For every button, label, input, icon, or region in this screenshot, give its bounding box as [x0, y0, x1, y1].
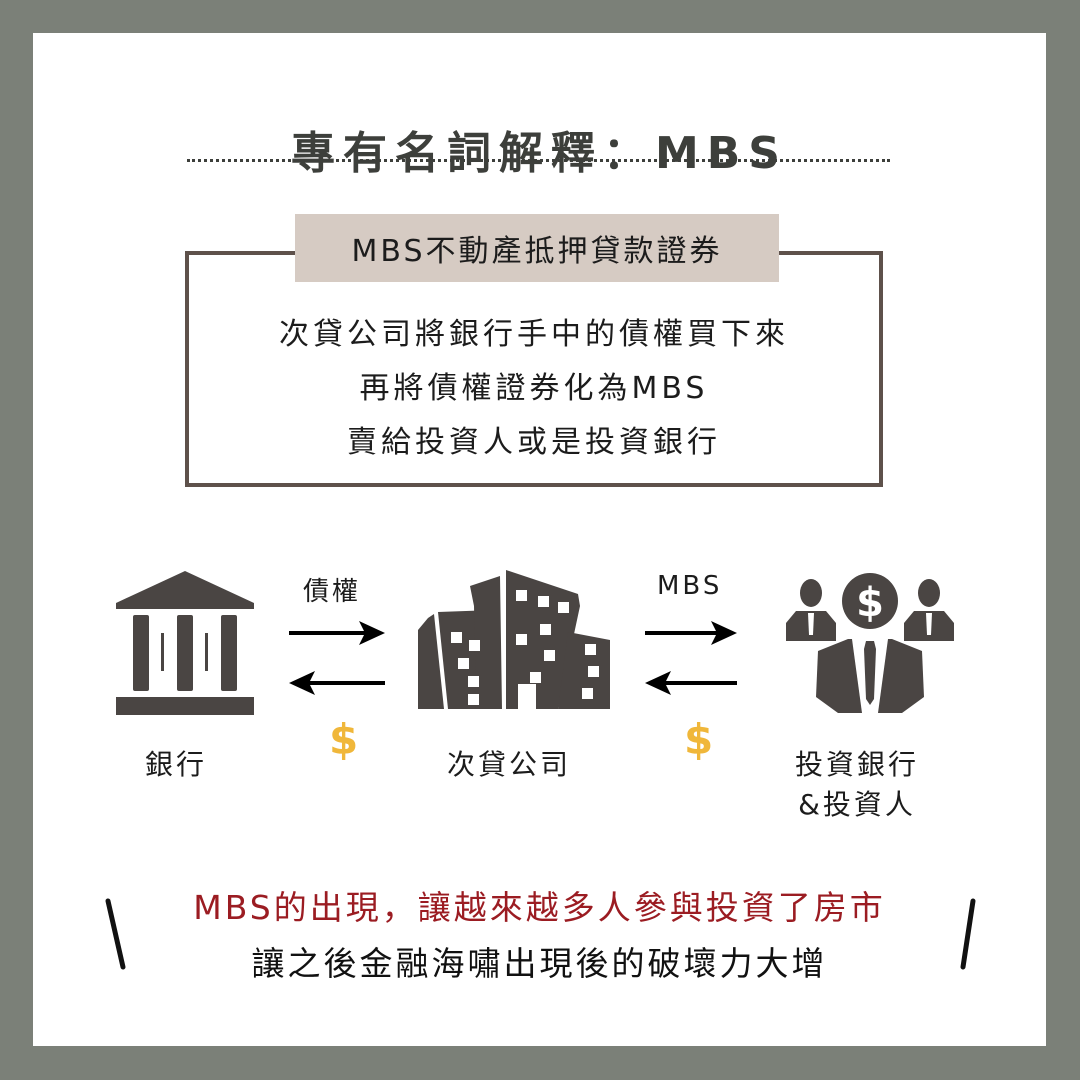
- bank-building-icon: [116, 571, 254, 715]
- page-title: 專有名詞解釋：MBS: [290, 128, 788, 179]
- arrow-left-icon: [645, 671, 737, 695]
- left-bracket-stroke-icon: [105, 898, 126, 970]
- definition-line: 賣給投資人或是投資銀行: [347, 425, 721, 460]
- title-divider: [187, 159, 890, 162]
- node-label-investors-line1: 投資銀行: [795, 748, 920, 781]
- investors-group-dollar-icon: $: [786, 573, 954, 713]
- dollar-sign-icon: $: [684, 715, 714, 764]
- arrow-right-icon: [289, 621, 385, 645]
- node-label-bank: 銀行: [145, 748, 208, 781]
- definition-body: 次貸公司將銀行手中的債權買下來 再將債權證券化為MBS 賣給投資人或是投資銀行: [185, 308, 883, 470]
- definition-term-tag: MBS不動產抵押貸款證券: [295, 214, 779, 282]
- office-buildings-icon: [418, 570, 610, 709]
- node-label-subprime-lender: 次貸公司: [447, 748, 572, 781]
- arrow-right-icon: [645, 621, 737, 645]
- right-bracket-stroke-icon: [960, 898, 976, 970]
- definition-line: 次貸公司將銀行手中的債權買下來: [279, 317, 789, 352]
- node-label-investors: 投資銀行 &投資人: [795, 745, 919, 825]
- arrow-left-icon: [289, 671, 385, 695]
- dollar-sign-icon: $: [329, 715, 359, 764]
- flow-label-claims: 債權: [303, 577, 362, 607]
- svg-text:$: $: [856, 580, 884, 626]
- node-label-investors-line2: &投資人: [798, 788, 916, 821]
- infographic-card: 專有名詞解釋：MBS MBS不動產抵押貸款證券 次貸公司將銀行手中的債權買下來 …: [33, 33, 1046, 1046]
- conclusion-text: 讓之後金融海嘯出現後的破壞力大增: [251, 944, 828, 983]
- conclusion-highlight: MBS的出現，讓越來越多人參與投資了房市: [193, 888, 886, 927]
- definition-line: 再將債權證券化為MBS: [359, 371, 709, 406]
- flow-label-mbs: MBS: [657, 571, 723, 601]
